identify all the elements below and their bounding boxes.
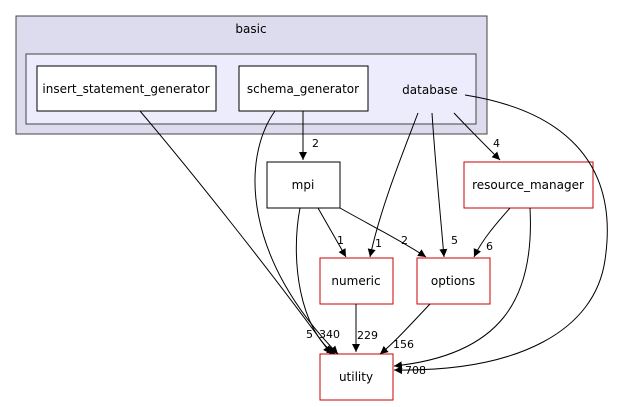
edge-mpi-to-utility[interactable]	[295, 207, 336, 355]
edge-label-numeric-to-utility[interactable]: 229	[357, 329, 378, 342]
node-numeric-label: numeric	[331, 274, 380, 288]
edge-label-db-to-numeric[interactable]: 1	[375, 237, 382, 250]
edge-database-to-resource-manager[interactable]	[453, 112, 501, 161]
node-mpi[interactable]: mpi	[266, 161, 341, 209]
edge-label-options-to-utility[interactable]: 156	[393, 338, 414, 351]
edge-label-into-utility-left-a[interactable]: 5	[306, 328, 313, 341]
node-schema-generator[interactable]: schema_generator	[238, 65, 369, 112]
edge-options-to-utility[interactable]	[379, 303, 431, 355]
edge-label-into-utility-left-b[interactable]: 340	[319, 328, 340, 341]
edge-label-resource-manager-to-options[interactable]: 6	[486, 240, 493, 253]
node-resource-manager-label: resource_manager	[472, 178, 584, 192]
edge-label-mpi-to-options[interactable]: 2	[401, 234, 408, 247]
node-insert-statement-generator[interactable]: insert_statement_generator	[36, 65, 217, 112]
node-resource-manager[interactable]: resource_manager	[463, 161, 594, 209]
edge-resource-manager-to-utility[interactable]	[393, 207, 531, 370]
node-utility[interactable]: utility	[319, 353, 394, 401]
edge-database-to-numeric[interactable]	[367, 112, 419, 258]
node-insert-statement-generator-label: insert_statement_generator	[42, 82, 209, 96]
edge-label-schema-to-mpi[interactable]: 2	[312, 137, 319, 150]
edge-database-to-options[interactable]	[431, 112, 448, 258]
edge-database-to-utility[interactable]	[393, 94, 608, 375]
edge-mpi-to-options[interactable]	[339, 207, 427, 258]
edge-insert-to-utility[interactable]	[139, 110, 332, 355]
edge-label-into-utility-right[interactable]: 708	[405, 364, 426, 377]
edge-label-mpi-to-numeric[interactable]: 1	[337, 234, 344, 247]
edge-label-db-to-resource-manager[interactable]: 4	[493, 137, 500, 150]
edge-mpi-to-numeric[interactable]	[317, 207, 347, 258]
edge-resource-manager-to-options[interactable]	[473, 207, 511, 258]
edge-schema-to-utility[interactable]	[254, 110, 339, 355]
node-schema-generator-label: schema_generator	[247, 82, 359, 96]
node-numeric[interactable]: numeric	[319, 257, 394, 305]
node-options[interactable]: options	[416, 257, 491, 305]
node-utility-label: utility	[339, 370, 373, 384]
cluster-basic-label: basic	[235, 22, 266, 36]
node-mpi-label: mpi	[292, 178, 315, 192]
node-options-label: options	[431, 274, 475, 288]
edge-label-db-to-options[interactable]: 5	[451, 234, 458, 247]
cluster-database-label[interactable]: database	[402, 83, 458, 97]
